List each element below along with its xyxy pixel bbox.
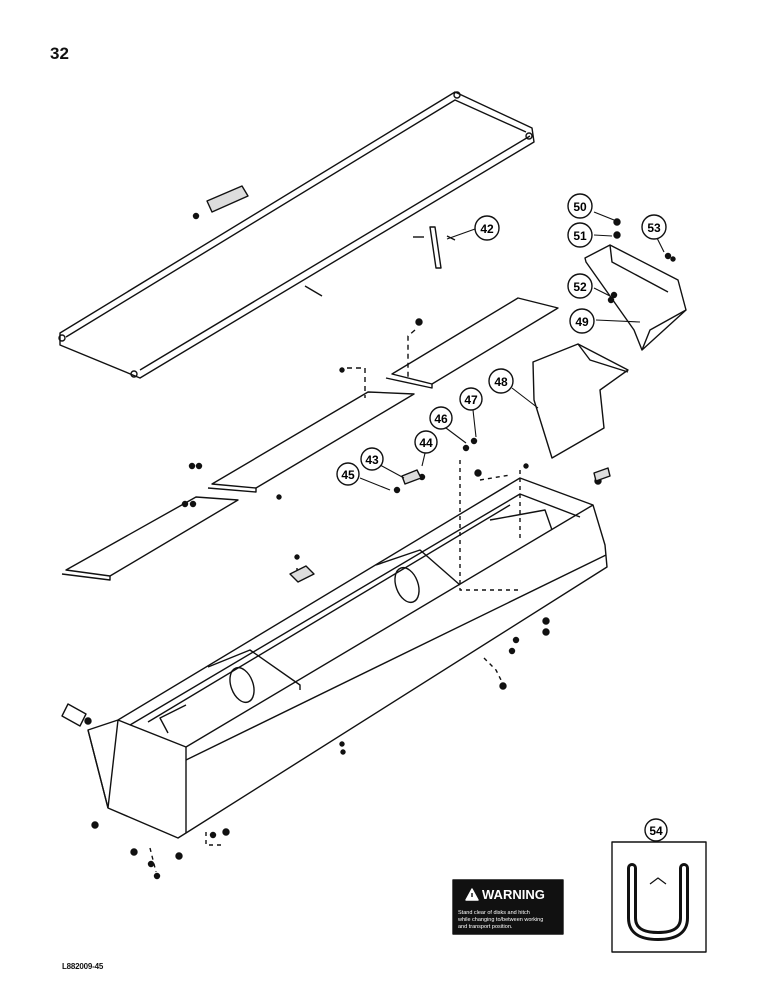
callout-49 xyxy=(569,308,595,334)
callout-46-label: 46 xyxy=(434,412,448,426)
small-hardware-right xyxy=(393,218,676,494)
callout-53-label: 53 xyxy=(647,221,661,235)
leader-dashed-7 xyxy=(459,460,518,591)
callout-45 xyxy=(336,462,360,486)
clip-43 xyxy=(401,469,422,485)
leader-dashed xyxy=(407,329,416,380)
callout-45-label: 45 xyxy=(341,468,355,482)
callout-43 xyxy=(360,447,384,471)
callout-48-label: 48 xyxy=(494,375,508,389)
callout-50-label: 50 xyxy=(573,200,587,214)
divider-plate-upper xyxy=(385,297,559,389)
clip-right xyxy=(593,467,611,482)
seed-hopper-body xyxy=(87,477,608,839)
leader-dashed-4 xyxy=(205,832,224,846)
hopper-fasteners xyxy=(91,463,602,880)
callout-49-label: 49 xyxy=(575,315,589,329)
divider-plate-middle xyxy=(207,391,415,493)
callout-52 xyxy=(567,273,593,299)
seal-inset-box xyxy=(611,841,707,953)
callout-leaders xyxy=(359,211,665,491)
callout-47-label: 47 xyxy=(464,393,478,407)
callout-52-label: 52 xyxy=(573,280,587,294)
callout-53 xyxy=(641,214,667,240)
leader-dashed-5 xyxy=(149,847,157,873)
callout-42-label: 42 xyxy=(480,222,494,236)
deflector-48 xyxy=(532,343,629,459)
divider-plate-lower xyxy=(61,496,239,581)
callout-48 xyxy=(488,368,514,394)
leader-dashed-6 xyxy=(479,470,521,540)
callout-54-label: 54 xyxy=(649,824,663,838)
warning-decal xyxy=(452,879,564,935)
figure-code: L882009-45 xyxy=(62,962,104,971)
clamp-block xyxy=(289,565,315,583)
callout-51 xyxy=(567,222,593,248)
hopper-lid xyxy=(58,91,535,379)
end-cap-49 xyxy=(584,244,687,351)
callout-44-label: 44 xyxy=(419,436,433,450)
callout-43-label: 43 xyxy=(365,453,379,467)
leader-dashed-3 xyxy=(483,657,503,683)
warning-line-3: and transport position. xyxy=(458,924,513,930)
page-number: 32 xyxy=(50,44,69,63)
warning-line-2: while changing to/between working xyxy=(457,917,543,923)
callout-47 xyxy=(459,387,483,411)
callout-51-label: 51 xyxy=(573,229,587,243)
callout-46 xyxy=(429,406,453,430)
lid-handle xyxy=(192,185,249,220)
hopper-end-handle xyxy=(61,703,92,727)
callout-42 xyxy=(474,215,500,241)
lid-bolt xyxy=(304,285,323,297)
latch-rod xyxy=(413,226,456,269)
callout-50 xyxy=(567,193,593,219)
plate-fasteners xyxy=(181,318,423,508)
warning-heading: WARNING xyxy=(482,887,545,902)
callout-44 xyxy=(414,430,438,454)
leader-dashed-2 xyxy=(347,367,366,398)
warning-line-1: Stand clear of disks and hitch xyxy=(458,910,530,916)
